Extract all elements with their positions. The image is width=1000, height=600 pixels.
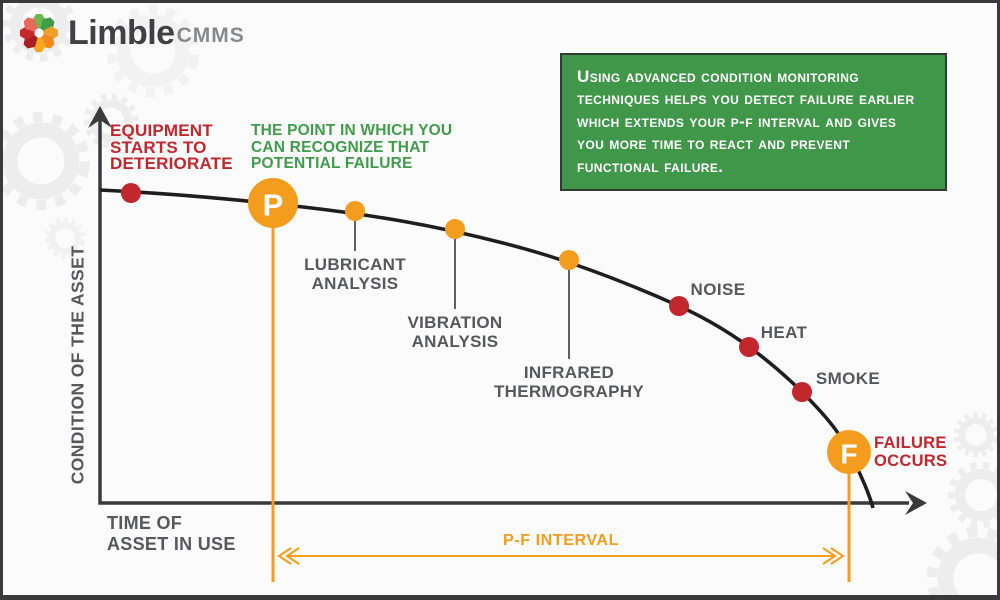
- noise-label: NOISE: [690, 280, 746, 299]
- pf-interval-label: P-F INTERVAL: [503, 532, 619, 549]
- smoke-label: SMOKE: [815, 369, 881, 388]
- failure-occurs-label: FAILURE OCCURS: [874, 434, 948, 470]
- smoke-point: [792, 382, 812, 402]
- lubricant-analysis-point: [345, 201, 365, 221]
- p-point-label: P: [263, 188, 284, 223]
- lubricant-analysis-label: LUBRICANT ANALYSIS: [304, 255, 406, 293]
- f-point-label: F: [840, 439, 857, 470]
- pf-curve-diagram: P F: [88, 106, 927, 582]
- x-axis-label: TIME OF ASSET IN USE: [107, 513, 236, 554]
- axis-lines: [98, 119, 909, 505]
- infrared-thermography-point: [559, 250, 579, 270]
- condition-monitoring-callout: Using advanced condition monitoring tech…: [560, 53, 947, 191]
- deterioration-label: EQUIPMENT STARTS TO DETERIORATE: [110, 121, 233, 173]
- limble-gear-icon: [20, 14, 58, 52]
- deterioration-point: [121, 183, 141, 203]
- p-point: [248, 178, 298, 228]
- logo-suffix-text: CMMS: [176, 24, 245, 47]
- f-point: [827, 430, 871, 474]
- callout-text: Using advanced condition monitoring tech…: [577, 67, 915, 176]
- y-axis-arrow-icon: [88, 106, 112, 128]
- heat-label: HEAT: [760, 323, 808, 342]
- heat-point: [739, 337, 759, 357]
- label-connectors: [354, 221, 570, 359]
- pf-interval-arrow: [277, 547, 845, 565]
- infrared-thermography-label: INFRARED THERMOGRAPHY: [494, 363, 644, 401]
- logo-brand-text: Limble: [68, 14, 175, 52]
- noise-point: [669, 296, 689, 316]
- potential-failure-label: THE POINT IN WHICH YOU CAN RECOGNIZE THA…: [251, 122, 453, 172]
- y-axis-label: CONDITION OF THE ASSET: [67, 245, 88, 485]
- limble-logo: Limble CMMS: [16, 10, 245, 56]
- vibration-analysis-label: VIBRATION ANALYSIS: [407, 313, 503, 351]
- x-axis-arrow-icon: [905, 491, 927, 515]
- vibration-analysis-point: [445, 219, 465, 239]
